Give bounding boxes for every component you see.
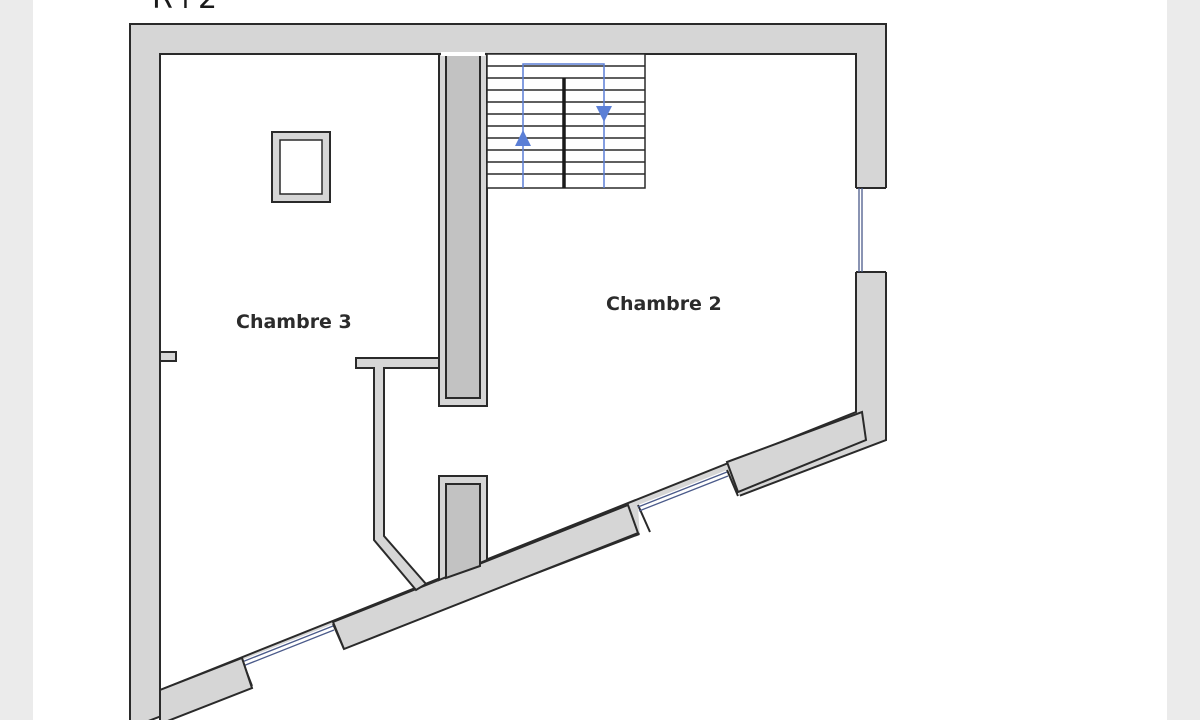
stair-direction-arrows (522, 63, 605, 188)
central-partition-lower (438, 475, 488, 582)
stair-arrow-up-icon (515, 130, 531, 146)
level-title: R+2 (152, 0, 217, 16)
wall-pier-right (725, 410, 868, 494)
stair-arrow-down-icon (596, 106, 612, 122)
south-window-right (637, 469, 742, 540)
central-partition (438, 52, 488, 407)
staircase (486, 53, 646, 189)
east-window (854, 187, 888, 273)
skylight (271, 131, 331, 203)
corridor-partition (355, 357, 440, 592)
room-label-chambre-2: Chambre 2 (606, 293, 722, 315)
room-label-chambre-3: Chambre 3 (236, 311, 352, 333)
west-wall-stub (159, 351, 177, 362)
wall-pier-left (159, 656, 254, 720)
wall-pier-middle (331, 503, 640, 651)
